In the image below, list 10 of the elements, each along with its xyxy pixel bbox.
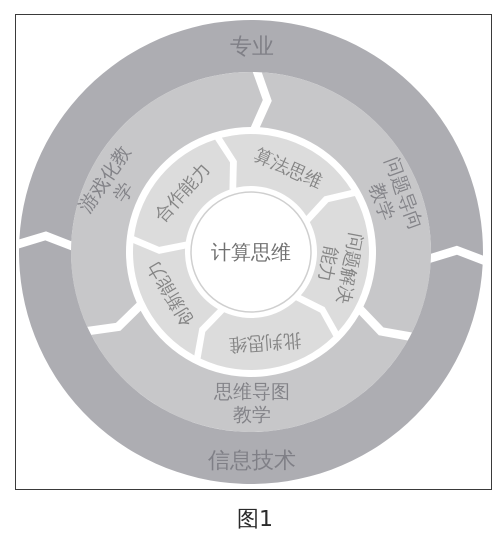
ring-label: 问题解决能力 — [312, 230, 367, 308]
ring-label: 批判思维 — [228, 328, 302, 356]
ring-label: 游戏化教学 — [74, 140, 140, 219]
caption: 图1 — [237, 507, 273, 534]
ring-label: 创新能力 — [142, 256, 199, 330]
ring-label: 问题导向教学 — [364, 153, 428, 236]
ring-label: 算法思维 — [250, 144, 326, 194]
ring-label: 计算思维 — [211, 240, 291, 264]
ring-label: 合作能力 — [150, 158, 216, 228]
ring-label: 思维导图教学 — [213, 380, 291, 428]
